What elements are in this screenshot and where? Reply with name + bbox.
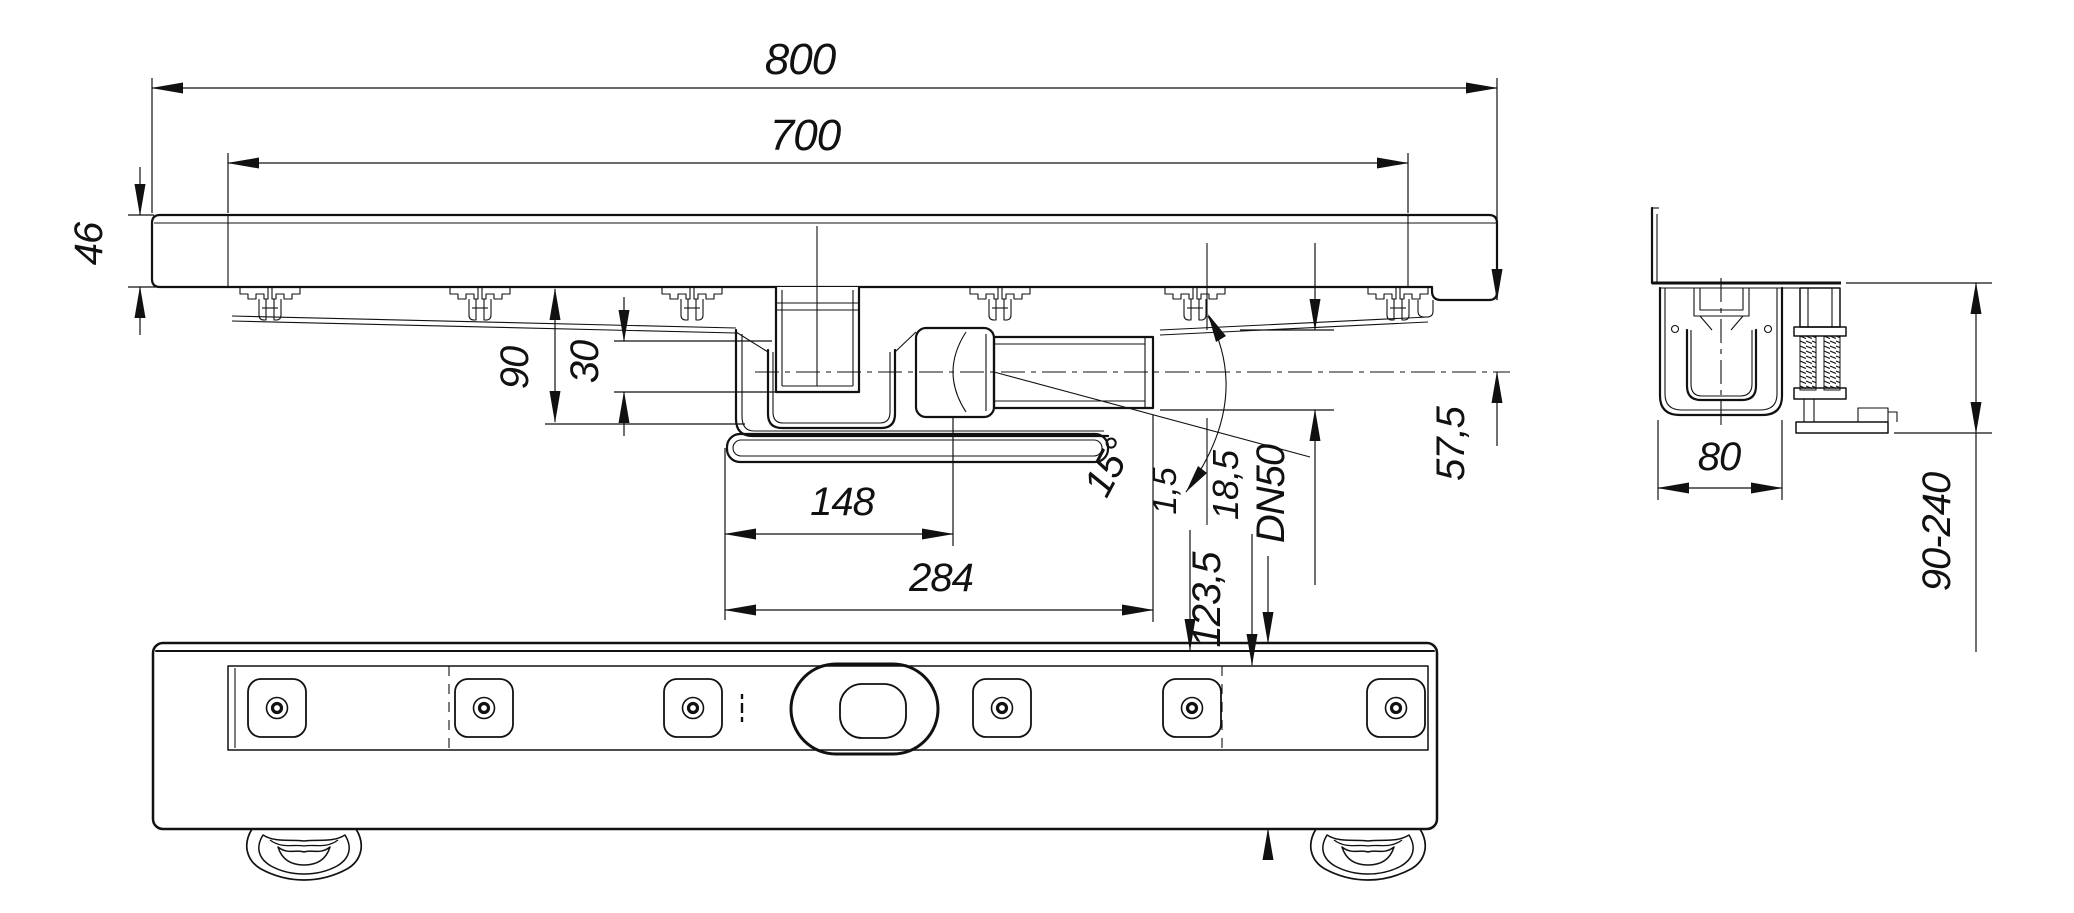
- dim-label-90-240: 90-240: [1915, 472, 1959, 591]
- mounting-clip: [1164, 286, 1226, 321]
- dim-outlet-pipe-size: DN50: [1160, 243, 1334, 585]
- dim-label-dn50: DN50: [1249, 444, 1293, 543]
- support-foot: [245, 828, 363, 881]
- pad: [972, 678, 1032, 738]
- dim-outlet-axis-height: 57,5: [1429, 240, 1503, 481]
- dim-flange-height: 46: [67, 167, 162, 335]
- seal-detail: [1763, 324, 1773, 334]
- dim-overall-length: 800: [151, 35, 1498, 300]
- mounting-clip: [239, 286, 301, 321]
- front-view: 800 700 46 90 30: [67, 35, 1510, 622]
- dim-height-adjust-range: 90-240: [1846, 282, 1992, 652]
- dim-channel-width: 80: [1657, 420, 1783, 500]
- mounting-clip: [969, 286, 1031, 321]
- dim-label-30: 30: [563, 340, 607, 383]
- base-body-outline: [151, 641, 1439, 831]
- pad: [1366, 678, 1426, 738]
- dim-label-18-5: 18,5: [1205, 449, 1246, 520]
- swivel-angle-line: [993, 371, 1311, 458]
- dim-label-1-5: 1,5: [1146, 467, 1184, 514]
- dim-label-80: 80: [1698, 435, 1741, 479]
- dim-top-edge-gap: 1,5: [1146, 467, 1196, 651]
- adjustable-foot: [1793, 287, 1898, 434]
- pad: [247, 678, 307, 738]
- dim-label-700: 700: [770, 111, 842, 160]
- seal-detail: [1670, 324, 1680, 334]
- fastening-pads: [247, 678, 1426, 738]
- dim-label-284: 284: [908, 556, 973, 600]
- dim-base-plate-width: 123,5: [1185, 551, 1274, 860]
- outlet-pipe: [755, 243, 1510, 525]
- dim-tile-edge-height: 18,5: [1205, 449, 1258, 666]
- pad: [454, 678, 514, 738]
- dim-outlet-offset-far: 284: [724, 415, 1154, 622]
- support-foot: [1309, 828, 1427, 881]
- dim-label-800: 800: [765, 35, 837, 84]
- foot-rail-strip: [227, 665, 1429, 751]
- dim-trap-depth: 30: [563, 297, 780, 436]
- pad: [1162, 678, 1222, 738]
- drain-trap: [725, 226, 1110, 464]
- outlet-opening-inner: [839, 683, 907, 739]
- dim-label-57-5: 57,5: [1429, 405, 1473, 481]
- threaded-rod: [1799, 335, 1817, 391]
- dim-label-46: 46: [67, 221, 111, 265]
- sealing-membrane: [231, 315, 1429, 336]
- threaded-rod: [1823, 335, 1841, 391]
- side-section-view: 80 90-240: [1650, 206, 1992, 652]
- trap-cup-section: [1685, 328, 1758, 402]
- bottom-view: 1,5 18,5 123,5: [151, 449, 1439, 881]
- foot-base-plate: [1795, 421, 1889, 434]
- dim-label-15deg: 15°: [1076, 431, 1142, 503]
- trap-tray: [725, 432, 1110, 464]
- mounting-clip: [449, 286, 511, 321]
- dim-label-148: 148: [810, 480, 875, 524]
- dim-grate-length: 700: [227, 111, 1409, 213]
- trap-cup: [766, 348, 897, 430]
- mounting-clip: [661, 286, 723, 321]
- dim-outlet-offset-near: 148: [724, 418, 954, 620]
- edge-lip: [1417, 300, 1434, 318]
- dim-label-90: 90: [493, 346, 537, 389]
- dim-label-123-5: 123,5: [1185, 551, 1229, 648]
- pad: [663, 678, 723, 738]
- dim-body-depth: 90: [493, 288, 745, 425]
- outlet-opening: [789, 662, 940, 756]
